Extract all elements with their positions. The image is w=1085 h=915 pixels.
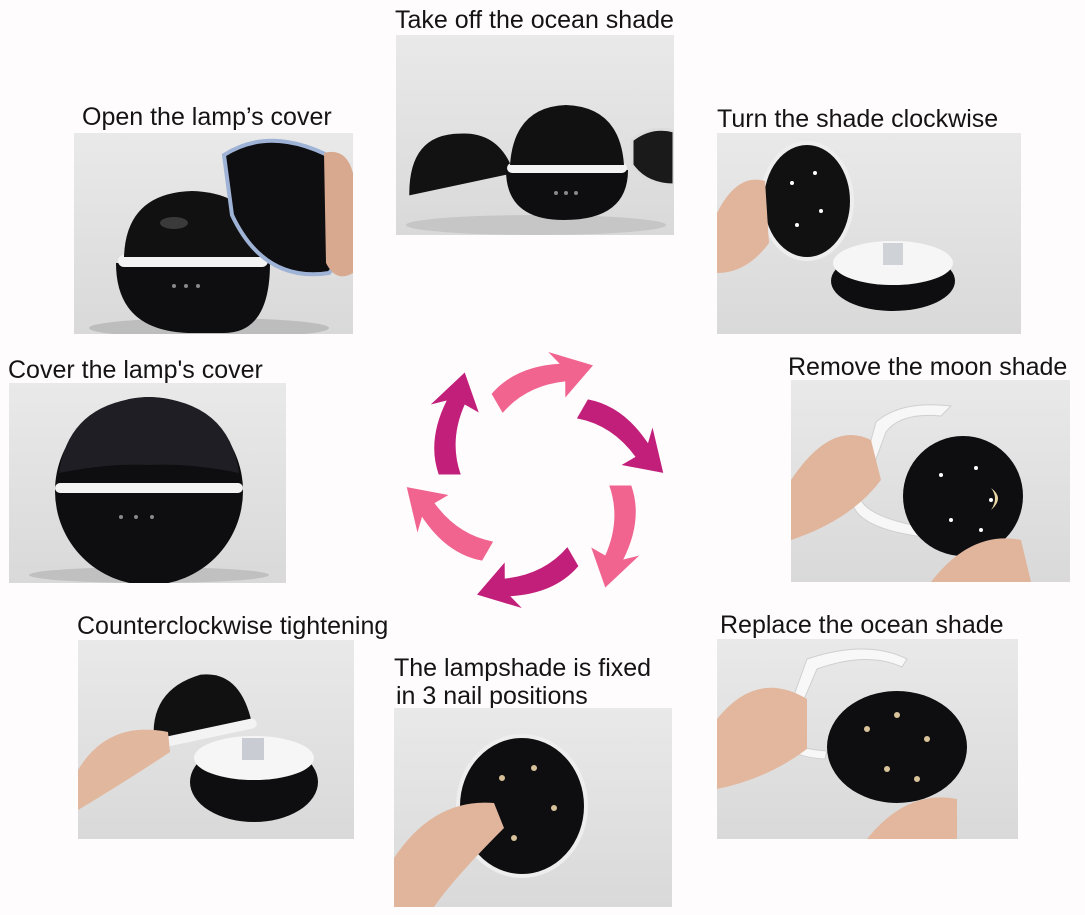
step-3-photo [717, 133, 1021, 334]
step-1-caption: Open the lamp’s cover [82, 103, 332, 131]
step-4-photo [791, 380, 1070, 582]
step-5-caption: Replace the ocean shade [720, 611, 1004, 639]
cycle-arrow-2 [567, 392, 681, 486]
cycle-arrow-3 [591, 485, 640, 588]
step-7-photo [78, 640, 354, 839]
cycle-arrow-icon [385, 330, 685, 630]
step-1-photo [74, 133, 353, 334]
step-5-photo [717, 639, 1018, 839]
step-3-caption: Turn the shade clockwise [717, 105, 999, 133]
step-2-caption: Take off the ocean shade [395, 6, 674, 34]
step-8-caption: Cover the lamp's cover [8, 356, 263, 384]
step-8-photo [9, 383, 286, 583]
step-6-caption-line-2: in 3 nail positions [396, 682, 588, 710]
step-6-caption-line-1: The lampshade is fixed [394, 654, 652, 682]
step-4-caption: Remove the moon shade [788, 353, 1068, 381]
step-6-photo [394, 708, 672, 907]
cycle-arrow-5 [389, 474, 503, 568]
step-7-caption: Counterclockwise tightening [77, 612, 389, 640]
cycle-arrow-6 [430, 372, 479, 475]
step-2-photo [396, 35, 674, 235]
